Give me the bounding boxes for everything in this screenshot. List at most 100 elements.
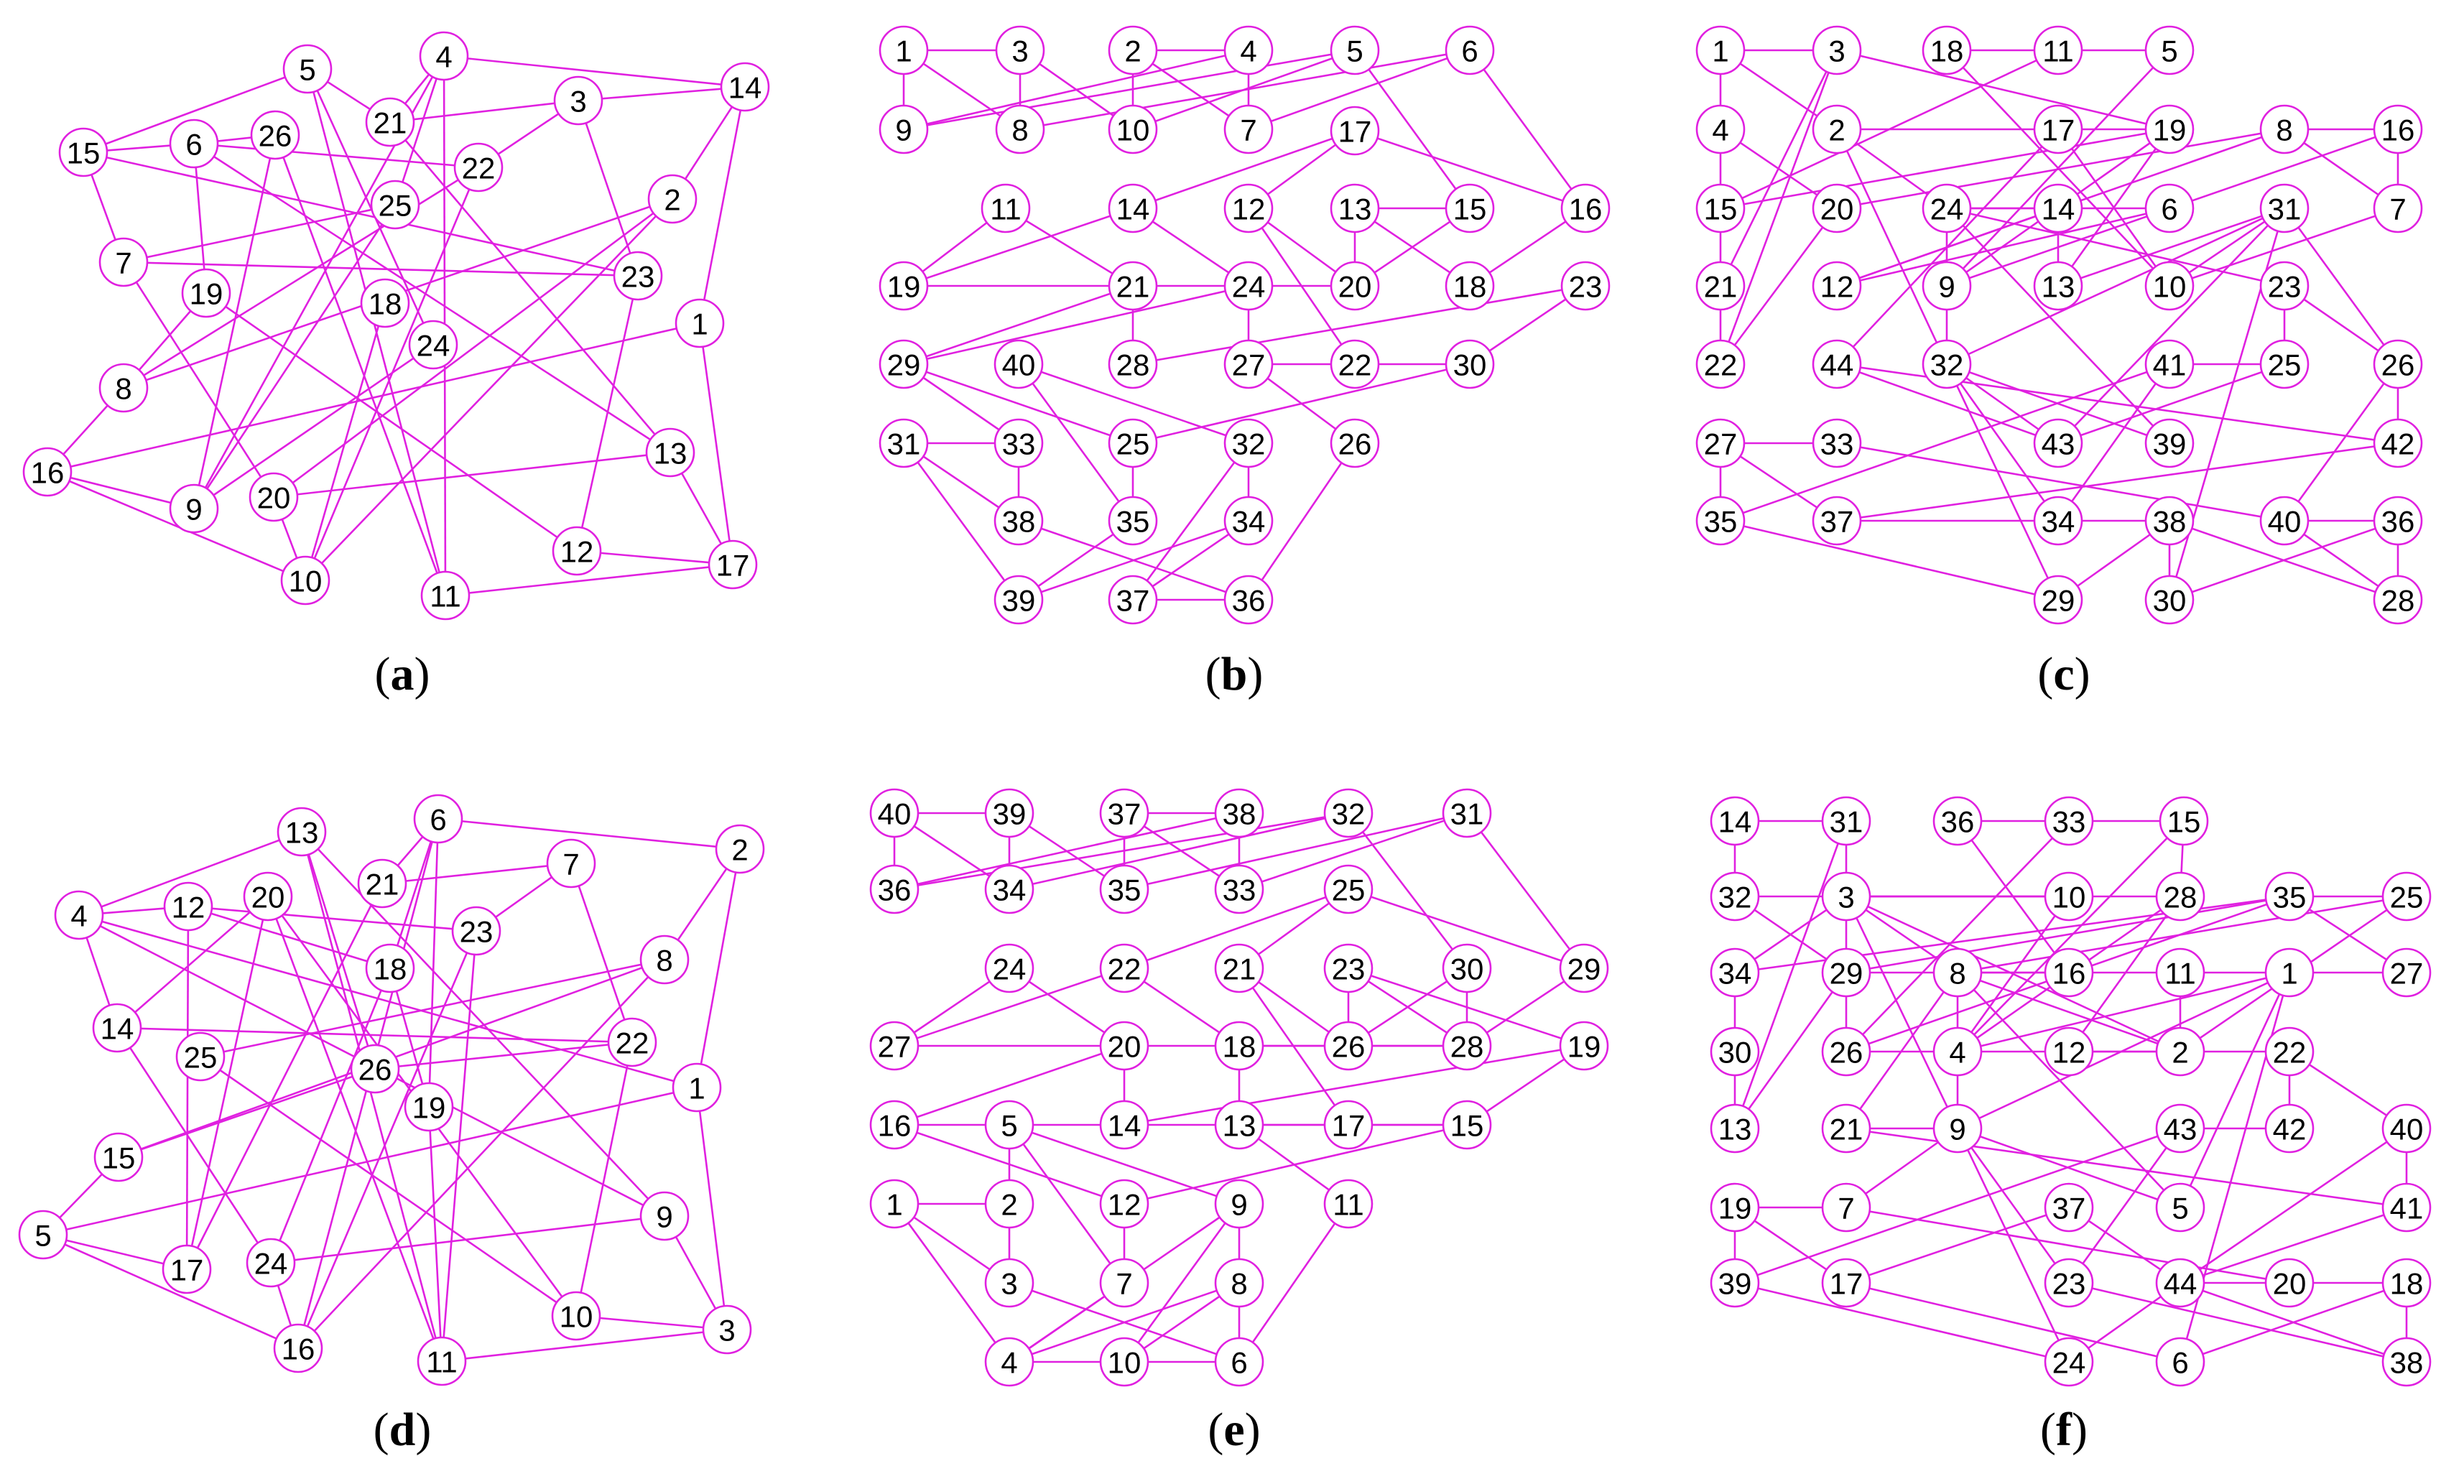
node-label: 21 [1830, 1113, 1863, 1146]
graph-edge [47, 470, 306, 582]
node-label: 22 [2273, 1036, 2307, 1070]
node-circle [995, 25, 1045, 75]
node-circle [879, 25, 929, 75]
graph-edge [269, 968, 392, 1263]
graph-node: 10 [1099, 1337, 1149, 1387]
node-circle [607, 1017, 657, 1067]
graph-node: 35 [1695, 496, 1746, 546]
graph-edge [2180, 1281, 2407, 1363]
node-circle [2044, 947, 2094, 998]
node-label: 6 [2161, 193, 2177, 226]
node-label: 40 [1002, 348, 1036, 382]
graph-edge [374, 1041, 633, 1070]
node-label: 22 [1108, 952, 1141, 986]
graph-edge [902, 442, 1020, 600]
node-label: 26 [1338, 427, 1372, 461]
graph-node: 20 [249, 472, 299, 522]
node-label: 8 [1011, 113, 1028, 147]
node-circle [2033, 25, 2083, 75]
node-label: 29 [1567, 952, 1601, 986]
graph-node: 5 [1330, 25, 1380, 75]
graph-edge [193, 343, 434, 510]
graph-node: 19 [1559, 1021, 1609, 1071]
node-circle [1932, 1103, 1983, 1154]
node-label: 25 [1332, 873, 1366, 907]
graph-node: 31 [1821, 796, 1871, 846]
node-label: 14 [1108, 1109, 1141, 1143]
graph-edge [116, 1027, 272, 1263]
graph-node: 36 [1223, 575, 1274, 625]
caption-close-paren: ) [1247, 648, 1263, 700]
node-label: 13 [285, 816, 319, 850]
node-label: 34 [993, 873, 1027, 907]
node-circle [702, 1304, 752, 1355]
graph-edge [575, 275, 639, 552]
node-circle [2033, 183, 2083, 233]
graph-node: 25 [1108, 418, 1158, 468]
node-label: 35 [1116, 505, 1150, 539]
node-label: 16 [2052, 957, 2086, 991]
graph-node: 5 [2155, 1182, 2205, 1233]
graph-node: 42 [2264, 1103, 2315, 1154]
node-label: 37 [1820, 505, 1854, 539]
graph-node: 21 [1108, 261, 1158, 311]
graph-node: 37 [1099, 788, 1149, 838]
node-label: 17 [1338, 115, 1372, 149]
node-circle [1099, 1258, 1149, 1308]
graph-node: 5 [984, 1100, 1034, 1150]
graph-node: 37 [2044, 1182, 2094, 1233]
node-circle [162, 1244, 212, 1294]
graph-edge [1733, 972, 1848, 1129]
node-circle [1108, 575, 1158, 625]
node-circle [1445, 339, 1495, 389]
graph-edge [306, 68, 435, 346]
node-circle [1108, 418, 1158, 468]
graph-edge [1845, 1281, 2181, 1363]
graph-node: 24 [1922, 183, 1972, 233]
graph-edge [1836, 207, 2170, 287]
graph-edge [300, 831, 443, 1362]
graph-node: 19 [404, 1082, 454, 1132]
caption-close-paren: ) [414, 648, 430, 700]
node-circle [1223, 104, 1274, 154]
graph-node: 21 [1695, 261, 1746, 311]
graph-node: 16 [273, 1323, 323, 1373]
graph-node: 40 [869, 788, 920, 838]
graph-edge [1238, 1203, 1350, 1363]
graph-edge [1720, 128, 2170, 210]
graph-node: 31 [879, 418, 929, 468]
graph-edge [578, 85, 746, 102]
graph-node: 2 [984, 1179, 1034, 1229]
node-circle [994, 339, 1044, 389]
graph-node: 24 [2044, 1337, 2094, 1387]
node-circle [1442, 1021, 1492, 1071]
graph-node: 3 [1812, 25, 1862, 75]
graph-node: 32 [1223, 418, 1274, 468]
graph-edge [2068, 1281, 2407, 1363]
graph-edge [381, 862, 572, 885]
graph-edge [200, 1055, 577, 1317]
node-label: 8 [1231, 1267, 1247, 1301]
graph-node: 26 [2373, 339, 2423, 389]
node-circle [1922, 339, 1972, 389]
graph-node: 33 [2044, 796, 2094, 846]
node-label: 31 [2268, 193, 2302, 226]
node-circle [1099, 864, 1149, 914]
node-label: 22 [462, 152, 496, 185]
graph-node: 20 [1330, 261, 1380, 311]
graph-node: 12 [1812, 261, 1862, 311]
graph-node: 18 [1214, 1021, 1264, 1071]
graph-node: 14 [2033, 183, 2083, 233]
node-circle [365, 97, 415, 147]
node-label: 16 [1569, 193, 1603, 226]
node-circle [2155, 1103, 2205, 1154]
node-label: 31 [887, 427, 921, 461]
graph-edge [273, 198, 673, 498]
node-circle [2033, 261, 2083, 311]
graph-node: 5 [282, 44, 333, 94]
graph-node: 6 [2144, 183, 2195, 233]
graph-edge [1946, 207, 2285, 287]
node-label: 25 [2268, 348, 2302, 382]
graph-node: 20 [1099, 1021, 1149, 1071]
